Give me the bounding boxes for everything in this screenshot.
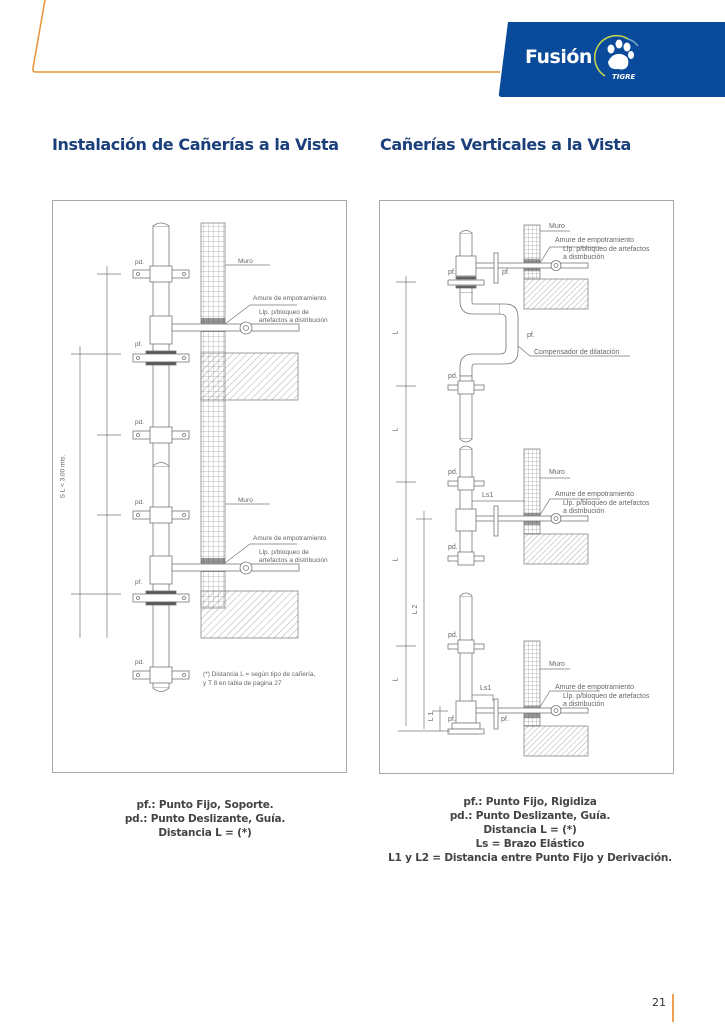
label-muro-1: Muro	[238, 258, 253, 265]
support-pd-3	[132, 506, 190, 524]
label-llave-2b: artefactos a distribución	[259, 557, 328, 564]
label-muro-r1: Muro	[549, 223, 565, 230]
label-pf-r2: pf.	[502, 269, 510, 276]
label-pd-4: pd.	[135, 659, 145, 666]
support-pd-1	[132, 265, 190, 283]
legend-left-line: Distancia L = (*)	[158, 827, 252, 839]
diagram-panel-left: pd. pf. pd. pd. pf. pd. Muro Muro Amure …	[52, 200, 347, 773]
label-pf-r4: pf.	[448, 716, 456, 723]
legend-right-line: Distancia L = (*)	[483, 824, 577, 836]
label-amure-r2: Amure de empotramiento	[555, 491, 634, 498]
label-amure-r1: Amure de empotramiento	[555, 237, 634, 244]
label-dimension: S L < 3.00 mts.	[59, 454, 67, 499]
label-pd-3: pd.	[135, 499, 145, 506]
slab-1	[523, 278, 589, 310]
label-muro-2: Muro	[238, 497, 253, 504]
section-title-left: Instalación de Cañerías a la Vista	[52, 135, 339, 154]
legend-left-line: pd.: Punto Deslizante, Guía.	[124, 813, 286, 825]
page-number: 21	[652, 996, 666, 1009]
dimension-lines	[71, 266, 121, 638]
tee-branch-upper	[149, 315, 300, 345]
legend-left: pf.: Punto Fijo, Soporte. pd.: Punto Des…	[80, 798, 330, 840]
label-pd-r3: pd.	[448, 544, 458, 551]
pipe-run-bottom	[451, 592, 589, 730]
label-pd-r1: pd.	[448, 373, 458, 380]
section-title-right: Cañerías Verticales a la Vista	[380, 135, 631, 154]
slab-lower	[200, 590, 299, 639]
label-llave-r3a: Llp. p/bloqueo de artefactos	[563, 693, 650, 700]
label-llave-r3b: a distribución	[563, 701, 605, 708]
brand-sub: TIGRE	[612, 73, 636, 81]
label-pd-2: pd.	[135, 419, 145, 426]
label-llave-1a: Llp. p/bloqueo de	[259, 309, 309, 316]
pipe-run-middle	[455, 375, 589, 561]
brand-name: Fusión	[525, 46, 592, 68]
legend-right-line: L1 y L2 = Distancia entre Punto Fijo y D…	[388, 852, 672, 864]
tee-branch-lower	[149, 555, 300, 585]
diagram-left	[71, 222, 300, 692]
label-pd-r4: pd.	[448, 632, 458, 639]
label-amure-2: Amure de empotramiento	[253, 535, 327, 542]
label-pf-2: pf.	[135, 579, 143, 586]
supports	[447, 276, 485, 735]
label-pd-r2: pd.	[448, 469, 458, 476]
label-pf-r3: pf.	[527, 332, 535, 339]
legend-right-line: pf.: Punto Fijo, Rigidiza	[463, 796, 597, 808]
label-llave-1b: artefactos a distribución	[259, 317, 328, 324]
legend-right-line: pd.: Punto Deslizante, Guía.	[449, 810, 611, 822]
label-llave-r2a: Llp. p/bloqueo de artefactos	[563, 500, 650, 507]
label-L-4: L	[392, 677, 400, 682]
label-amure-r3: Amure de empotramiento	[555, 684, 634, 691]
brand-background	[498, 22, 725, 97]
label-llave-r1a: Llp. p/bloqueo de artefactos	[563, 246, 650, 253]
page-number-rule	[672, 994, 674, 1022]
legend-right-line: Ls = Brazo Elástico	[475, 838, 585, 850]
support-pf-1	[132, 350, 190, 366]
slab-3	[523, 725, 589, 757]
dimension-lines-right	[396, 276, 450, 732]
label-L2: L 2	[412, 604, 420, 615]
brand-logo: Fusión TIGRE	[498, 22, 725, 97]
legend-right: pf.: Punto Fijo, Rigidiza pd.: Punto Des…	[380, 795, 680, 865]
label-L-2: L	[392, 427, 400, 432]
label-L-1: L	[392, 330, 400, 335]
leader-lines	[224, 264, 297, 564]
header-frame	[32, 0, 500, 73]
leader-lines-right	[472, 230, 630, 708]
label-ls1-r1: Ls1	[482, 492, 494, 499]
label-muro-r3: Muro	[549, 661, 565, 668]
support-pf-2	[132, 590, 190, 606]
label-pf-r1: pf.	[448, 269, 456, 276]
label-pd-1: pd.	[135, 259, 145, 266]
diagram-panel-right: Muro Amure de empotramiento Llp. p/bloqu…	[379, 200, 674, 774]
label-muro-r2: Muro	[549, 469, 565, 476]
label-llave-r1b: a distribución	[563, 254, 605, 261]
label-pf-r5: pf.	[501, 716, 509, 723]
label-L-3: L	[392, 557, 400, 562]
legend-left-line: pf.: Punto Fijo, Soporte.	[136, 799, 274, 811]
label-llave-r2b: a distribución	[563, 508, 605, 515]
label-note-1: (*) Distancia L = según tipo de cañería,	[203, 671, 316, 678]
slab-upper	[200, 352, 299, 401]
label-note-2: y T 8 en tabla de pagina 27	[203, 680, 282, 687]
diagram-right	[396, 224, 630, 757]
wall-muro	[200, 222, 226, 609]
support-pd-2	[132, 426, 190, 444]
header-orange-line	[32, 0, 500, 73]
label-amure-1: Amure de empotramiento	[253, 295, 327, 302]
support-pd-4	[132, 666, 190, 684]
label-pf-1: pf.	[135, 341, 143, 348]
slab-2	[523, 533, 589, 565]
label-L1: L 1	[428, 711, 436, 722]
label-ls1-r2: Ls1	[480, 685, 492, 692]
label-llave-2a: Llp. p/bloqueo de	[259, 549, 309, 556]
label-compensador: Compensador de dilatación	[534, 349, 620, 356]
paw-print-icon	[593, 34, 639, 77]
